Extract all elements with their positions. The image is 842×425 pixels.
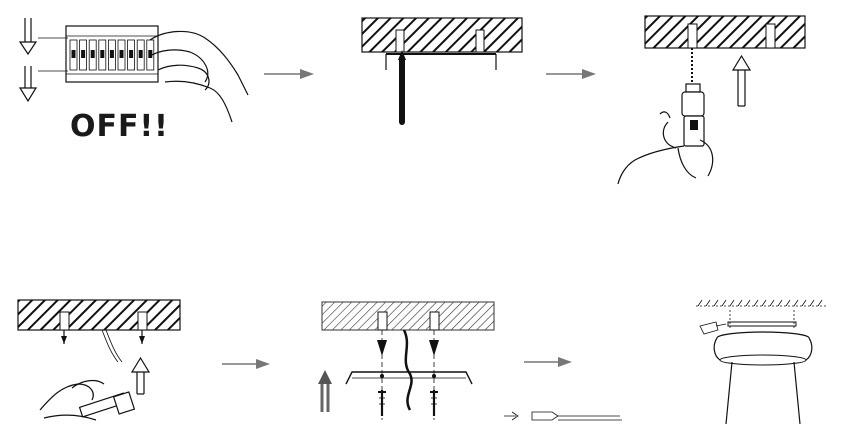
ceiling-hatch-tick [753, 299, 759, 307]
breaker-toggle [109, 50, 114, 58]
step-1-breaker-off: OFF!! [18, 18, 249, 144]
suspension-wire [725, 361, 733, 425]
step-5-attach-bracket [318, 301, 495, 420]
ceiling-hatch-tick [793, 299, 799, 307]
wall-anchor-icon [377, 340, 387, 356]
hammer-hand-icon [39, 379, 136, 421]
screwdriver-icon [504, 411, 622, 421]
up-arrow-icon [318, 370, 332, 412]
ceiling-hatch-tick [713, 299, 719, 307]
breaker-toggle [90, 50, 95, 58]
mounting-bracket [385, 53, 497, 70]
ceiling-hatch-tick [729, 299, 735, 307]
connector-arrow-icon [264, 69, 314, 79]
off-label: OFF!! [70, 109, 169, 144]
up-arrow-icon [731, 54, 752, 107]
drill-icon [617, 48, 714, 185]
wall-anchor-icon [139, 330, 145, 344]
step-3-drill-holes [617, 15, 806, 185]
screw-icon [378, 390, 386, 416]
breaker-toggle [71, 50, 76, 58]
ceiling-hatch-tick [801, 299, 807, 307]
pencil-icon [398, 50, 406, 125]
ceiling-section [644, 15, 806, 49]
breaker-toggle [129, 50, 134, 58]
ceiling-hatch-tick [721, 299, 727, 307]
mounting-bracket [345, 371, 473, 385]
step-4-insert-anchors [17, 299, 181, 421]
ceiling-section [361, 17, 523, 53]
up-arrow-icon [130, 356, 151, 395]
down-arrow-icon [18, 18, 38, 56]
suspension-wire [793, 361, 801, 425]
ceiling-section [17, 299, 181, 331]
ceiling-section [321, 301, 495, 331]
breaker-toggle [138, 50, 143, 58]
power-cable [402, 329, 413, 411]
ceiling-hatch-tick [705, 299, 711, 307]
screwdriver-hand-icon [699, 321, 727, 335]
breaker-toggle [148, 50, 153, 58]
step-6-hang-lamp [696, 299, 826, 425]
connector-arrow-icon [546, 69, 596, 79]
ceiling-hatch-tick [809, 299, 815, 307]
hand-icon [149, 30, 249, 123]
down-arrow-icon [18, 66, 38, 103]
lamp-housing [713, 331, 813, 366]
ceiling-hatch-tick [737, 299, 743, 307]
breaker-panel [65, 25, 159, 83]
ceiling-hatch-tick [817, 299, 823, 307]
step-2-mark-ceiling [361, 17, 523, 125]
wall-anchor-icon [429, 340, 439, 356]
breaker-toggle [100, 50, 105, 58]
ceiling-hatch-tick [785, 299, 791, 307]
ceiling-hatch-tick [777, 299, 783, 307]
breaker-toggle [119, 50, 124, 58]
ceiling-hatch-tick [697, 299, 703, 307]
ceiling-hatch-tick [761, 299, 767, 307]
ceiling-hatch-tick [769, 299, 775, 307]
connector-arrow-icon [524, 357, 572, 367]
breaker-toggle [81, 50, 86, 58]
ceiling-hatch-tick [745, 299, 751, 307]
connector-arrow-icon [222, 359, 270, 369]
wall-anchor-icon [61, 330, 67, 344]
screw-icon [430, 390, 438, 416]
